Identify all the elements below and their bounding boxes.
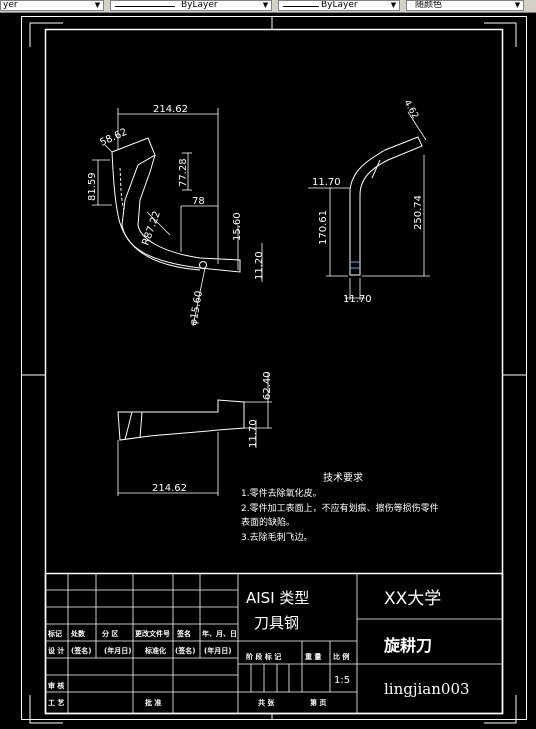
svg-text:φ15.60: φ15.60: [188, 290, 205, 327]
svg-text:R87.22: R87.22: [140, 210, 163, 247]
trim-mark-bl: [29, 695, 63, 724]
svg-text:处数: 处数: [70, 629, 86, 638]
front-view[interactable]: [111, 137, 241, 273]
layer-combo[interactable]: yer ▼: [0, 0, 104, 11]
svg-text:250.74: 250.74: [413, 195, 424, 230]
svg-text:62.40: 62.40: [262, 371, 273, 400]
svg-text:分 区: 分 区: [102, 629, 118, 638]
side-view[interactable]: [349, 136, 423, 276]
svg-text:(年月日): (年月日): [104, 646, 131, 655]
notes-line-1: 1.零件去除氧化皮。: [241, 487, 322, 499]
front-view-dims: [92, 108, 263, 327]
svg-text:11.70: 11.70: [312, 177, 341, 188]
trim-mark-br: [484, 695, 517, 724]
top-view[interactable]: [117, 399, 245, 441]
part-name: 旋耕刀: [383, 636, 432, 655]
side-view-dims: [308, 111, 430, 300]
svg-text:(签名): (签名): [175, 646, 195, 655]
trim-mark-tl: [29, 22, 63, 47]
chevron-down-icon: ▼: [514, 1, 521, 9]
svg-text:214.62: 214.62: [152, 483, 187, 494]
svg-text:81.59: 81.59: [87, 172, 98, 201]
svg-text:11.70: 11.70: [343, 294, 372, 305]
color-combo[interactable]: 随颜色 ▼: [406, 0, 524, 11]
svg-text:阶 段 标 记: 阶 段 标 记: [246, 652, 281, 661]
notes-line-3: 表面的缺陷。: [241, 516, 295, 528]
chevron-down-icon: ▼: [94, 1, 101, 9]
svg-text:第 页: 第 页: [310, 698, 326, 707]
notes-line-2: 2.零件加工表面上，不应有划痕、擦伤等损伤零件: [241, 502, 439, 514]
svg-text:批 准: 批 准: [145, 698, 161, 707]
lineweight-combo[interactable]: ByLayer ▼: [278, 0, 400, 11]
material-line-2: 刀具钢: [254, 614, 299, 632]
svg-text:(年月日): (年月日): [204, 646, 231, 655]
svg-text:214.62: 214.62: [153, 104, 188, 115]
material-line-1: AISI 类型: [246, 589, 309, 607]
svg-text:重 量: 重 量: [305, 652, 321, 661]
university-name: XX大学: [384, 589, 441, 609]
outer-border: [21, 16, 527, 720]
svg-text:审 核: 审 核: [48, 681, 64, 690]
properties-toolbar: yer ▼ ByLayer ▼ ByLayer ▼ 随颜色 ▼: [0, 0, 536, 13]
drawing-number: lingjian003: [384, 680, 470, 698]
svg-text:更改文件号: 更改文件号: [135, 629, 170, 638]
title-block-labels: 标记 处数 分 区 更改文件号 签名 年、月、日 设 计 (签名) (年月日) …: [47, 629, 349, 707]
mount-hole: [199, 261, 207, 269]
svg-text:设 计: 设 计: [48, 646, 64, 655]
lineweight-sample: [283, 6, 319, 7]
svg-text:签名: 签名: [176, 629, 191, 638]
svg-text:15.60: 15.60: [232, 212, 243, 241]
notes-title: 技术要求: [323, 471, 363, 484]
chevron-down-icon: ▼: [390, 1, 397, 9]
linetype-sample: [115, 6, 175, 7]
svg-text:11.70: 11.70: [248, 419, 259, 448]
svg-text:比 例: 比 例: [333, 652, 349, 661]
svg-text:工 艺: 工 艺: [48, 698, 64, 707]
svg-text:年、月、日: 年、月、日: [202, 629, 237, 638]
scale-value: 1:5: [334, 675, 350, 686]
svg-text:标记: 标记: [47, 629, 62, 638]
svg-text:11.20: 11.20: [254, 251, 265, 280]
notes-line-4: 3.去除毛刺飞边。: [241, 531, 313, 543]
svg-text:58.62: 58.62: [98, 127, 129, 149]
svg-text:标准化: 标准化: [144, 646, 166, 655]
svg-text:78: 78: [192, 196, 205, 207]
svg-text:77.28: 77.28: [178, 158, 189, 187]
title-block: [44, 572, 504, 715]
chevron-down-icon: ▼: [262, 1, 269, 9]
svg-text:(签名): (签名): [71, 646, 91, 655]
technical-notes: 技术要求 1.零件去除氧化皮。 2.零件加工表面上，不应有划痕、擦伤等损伤零件 …: [241, 471, 439, 543]
top-view-dims: [117, 372, 272, 496]
trim-mark-tr: [484, 22, 517, 47]
linetype-combo[interactable]: ByLayer ▼: [110, 0, 272, 11]
svg-text:共 张: 共 张: [258, 698, 275, 707]
svg-text:4.62: 4.62: [401, 99, 420, 121]
svg-text:170.61: 170.61: [318, 210, 329, 245]
